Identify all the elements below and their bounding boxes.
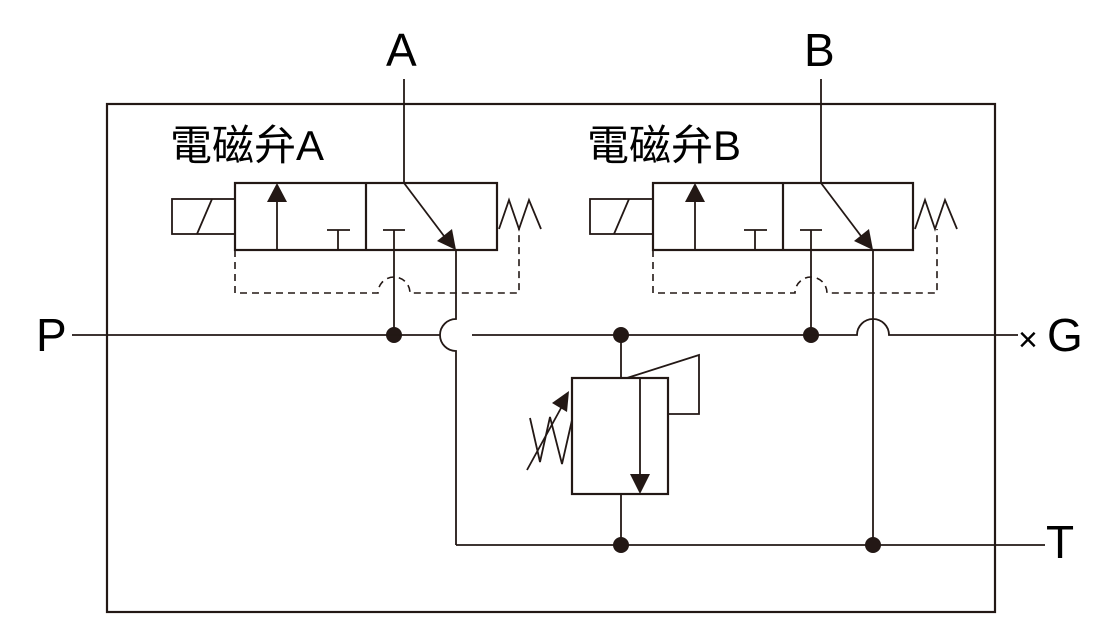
port-t-label: T bbox=[1046, 516, 1074, 568]
pressure-line-p bbox=[72, 318, 1018, 336]
valve-a-title: 電磁弁A bbox=[170, 122, 324, 169]
valve-b-title: 電磁弁B bbox=[587, 122, 741, 169]
spring-icon bbox=[914, 197, 958, 232]
arrow-down-icon bbox=[630, 474, 650, 494]
port-p-label: P bbox=[36, 309, 67, 361]
manifold-frame bbox=[105, 102, 997, 614]
spring-icon bbox=[498, 197, 542, 232]
arrow-diagonal-icon bbox=[437, 229, 456, 250]
junction-dot bbox=[865, 537, 881, 553]
port-b-label: B bbox=[804, 24, 835, 76]
solenoid-valve-a bbox=[171, 79, 542, 545]
adjust-arrow-icon bbox=[552, 391, 569, 412]
pilot-drain-a bbox=[234, 229, 520, 294]
relief-valve-body bbox=[570, 376, 670, 496]
port-g-marker: × bbox=[1018, 321, 1038, 359]
arrow-up-icon bbox=[267, 183, 287, 202]
adjustable-spring-icon bbox=[529, 416, 573, 465]
pilot-drain-b bbox=[652, 229, 938, 294]
valve-a-tank-line bbox=[439, 250, 457, 545]
solenoid-valve-b bbox=[589, 79, 958, 545]
port-g-label: G bbox=[1047, 309, 1083, 361]
arrow-diagonal-icon bbox=[854, 229, 873, 250]
pressure-relief-valve bbox=[526, 335, 700, 545]
solenoid-coil-icon bbox=[171, 198, 236, 235]
arrow-up-icon bbox=[685, 183, 705, 202]
port-a-label: A bbox=[386, 24, 417, 76]
